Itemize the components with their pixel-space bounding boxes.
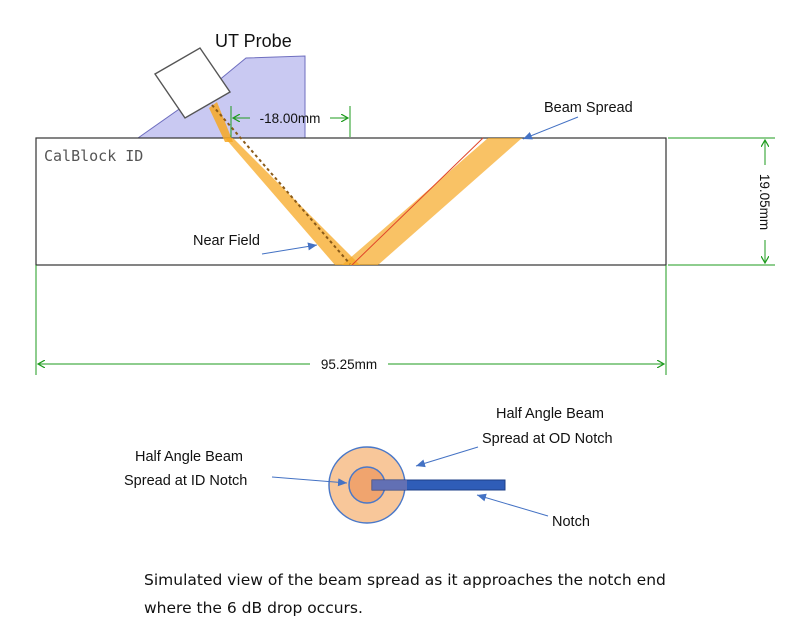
beam-spread-label: Beam Spread <box>544 100 633 116</box>
width-dimension-label: 95.25mm <box>321 357 377 372</box>
half-angle-id-arrow <box>271 476 348 487</box>
notch-arrow <box>476 493 549 517</box>
caption: Simulated view of the beam spread as it … <box>144 571 666 617</box>
ut-probe-icon <box>153 47 232 119</box>
notch-label: Notch <box>552 514 590 530</box>
near-field-arrow <box>261 242 318 255</box>
thickness-dimension-label: 19.05mm <box>757 174 772 230</box>
half-angle-od-label: Half Angle Beam Spread at OD Notch <box>482 406 613 447</box>
thickness-dimension: 19.05mm <box>668 137 775 266</box>
probe-label: UT Probe <box>215 31 292 51</box>
offset-dimension-label: -18.00mm <box>260 111 321 126</box>
notch-simulated-view <box>328 446 506 524</box>
calibration-block <box>35 137 667 266</box>
half-angle-id-label: Half Angle Beam Spread at ID Notch <box>124 449 247 489</box>
offset-dimension: -18.00mm <box>230 106 351 137</box>
width-dimension: 95.25mm <box>35 265 667 375</box>
ultrasonic-beam <box>209 102 522 266</box>
near-field-label: Near Field <box>193 233 260 249</box>
block-id-label: CalBlock ID <box>44 147 143 165</box>
beam-spread-arrow <box>522 116 579 140</box>
half-angle-od-arrow <box>415 446 479 468</box>
